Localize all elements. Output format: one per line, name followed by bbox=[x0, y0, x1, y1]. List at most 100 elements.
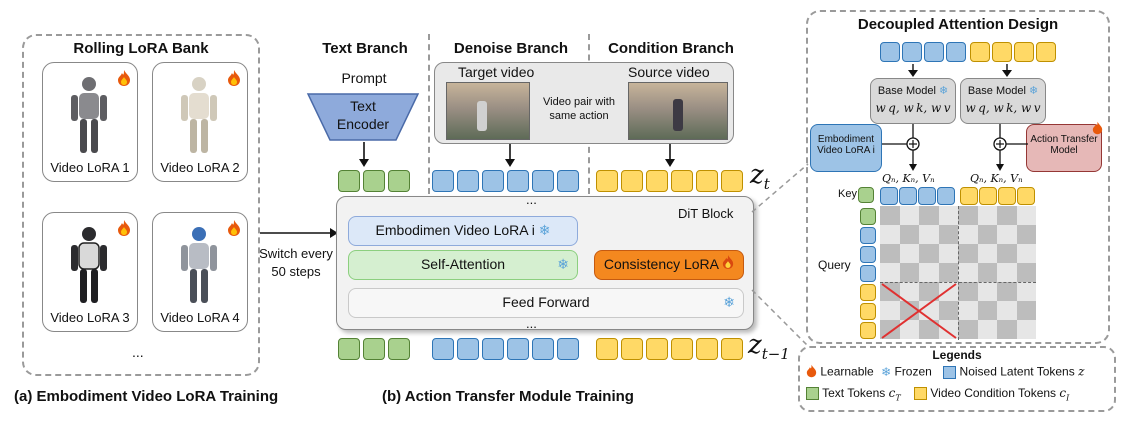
action-transfer-model-box: Action Transfer Model bbox=[1026, 121, 1103, 172]
attention-cell bbox=[1016, 320, 1036, 339]
attention-cell bbox=[880, 301, 900, 320]
attention-cell bbox=[938, 320, 958, 339]
video-lora-card-1: Video LoRA 1 bbox=[42, 62, 138, 182]
video-lora-label: Video LoRA 1 bbox=[50, 160, 130, 175]
qkv-right: Qₙ, Kₙ, Vₙ bbox=[970, 172, 1023, 185]
attention-cell bbox=[1016, 263, 1036, 282]
z-t-symbol: z bbox=[750, 160, 764, 190]
condition-branch-title: Condition Branch bbox=[608, 40, 734, 57]
robot-icon bbox=[71, 77, 107, 153]
attention-cell bbox=[977, 206, 997, 225]
attention-cell bbox=[997, 282, 1017, 301]
learnable-flame-icon bbox=[117, 69, 131, 92]
attention-cell bbox=[977, 282, 997, 301]
feed-forward-module: Feed Forward ❄ bbox=[348, 288, 744, 318]
dit-dots-bottom: ... bbox=[526, 316, 537, 331]
video-condition-token bbox=[621, 338, 643, 360]
noised-latent-token bbox=[457, 170, 479, 192]
noised-latent-token bbox=[924, 42, 944, 62]
rolling-lora-bank-panel bbox=[22, 34, 260, 376]
legend-video-symbol: c bbox=[1059, 386, 1067, 400]
text-branch-title: Text Branch bbox=[322, 40, 408, 57]
video-lora-card-2: Video LoRA 2 bbox=[152, 62, 248, 182]
frozen-snowflake-icon: ❄ bbox=[557, 256, 569, 272]
legend-noised: Noised Latent Tokens bbox=[959, 364, 1075, 379]
arrow-text-down bbox=[359, 142, 369, 167]
legend-title: Legends bbox=[932, 348, 982, 362]
video-condition-token bbox=[721, 338, 743, 360]
robot-icon bbox=[71, 227, 107, 303]
key-condition-token bbox=[1017, 187, 1035, 205]
attention-cell bbox=[938, 206, 958, 225]
embodiment-module-label: Embodimen Video LoRA i bbox=[375, 222, 535, 238]
video-condition-token bbox=[671, 338, 693, 360]
attention-cell bbox=[1016, 225, 1036, 244]
video-condition-token bbox=[646, 170, 668, 192]
robot-icon bbox=[181, 227, 217, 303]
embodiment-video-lora-module: Embodimen Video LoRA i ❄ bbox=[348, 216, 578, 246]
z-t-subscript: t bbox=[763, 175, 770, 194]
learnable-flame-icon bbox=[227, 69, 241, 92]
attention-cell bbox=[938, 263, 958, 282]
text-encoder-label-2: Encoder bbox=[336, 116, 390, 132]
query-token bbox=[860, 208, 876, 225]
attention-cell bbox=[958, 244, 978, 263]
legend-video-subscript: I bbox=[1066, 393, 1070, 403]
attention-cell bbox=[938, 225, 958, 244]
z-t1-subscript: t−1 bbox=[761, 345, 790, 364]
text-token bbox=[363, 170, 385, 192]
legend-swatch-yellow bbox=[914, 387, 928, 401]
query-token bbox=[860, 303, 876, 320]
text-token bbox=[363, 338, 385, 360]
legend-swatch-green bbox=[806, 387, 819, 401]
text-encoder-label-1: Text bbox=[350, 98, 376, 114]
video-lora-label: Video LoRA 4 bbox=[160, 310, 240, 325]
attention-cell bbox=[938, 244, 958, 263]
plus-combine-left bbox=[882, 124, 920, 171]
attention-cell bbox=[919, 282, 939, 301]
feed-forward-label: Feed Forward bbox=[502, 294, 590, 310]
attention-cell bbox=[997, 263, 1017, 282]
zoom-connector-lines bbox=[751, 163, 809, 347]
consistency-lora-module: Consistency LoRA bbox=[594, 250, 744, 280]
qkv-left: Qₙ, Kₙ, Vₙ bbox=[882, 172, 935, 185]
query-token bbox=[860, 322, 876, 339]
attention-cell bbox=[880, 206, 900, 225]
video-lora-label: Video LoRA 3 bbox=[50, 310, 130, 325]
noised-latent-token bbox=[557, 170, 579, 192]
noised-latent-token bbox=[902, 42, 922, 62]
attention-cell bbox=[880, 225, 900, 244]
attention-grid-divider-v bbox=[958, 206, 959, 340]
noised-latent-token bbox=[457, 338, 479, 360]
attention-cell bbox=[997, 206, 1017, 225]
key-noised-token bbox=[880, 187, 898, 205]
base-model-right: Base Model ❄ w q, w k, w v bbox=[960, 78, 1046, 124]
legend-learnable: Learnable bbox=[820, 364, 874, 379]
decoupled-attention-panel bbox=[806, 10, 1110, 344]
plus-combine-right bbox=[993, 124, 1028, 171]
attention-cell bbox=[919, 206, 939, 225]
noised-latent-token bbox=[432, 338, 454, 360]
attention-cell bbox=[958, 282, 978, 301]
attention-cell bbox=[977, 263, 997, 282]
query-token bbox=[860, 265, 876, 282]
frozen-snowflake-icon: ❄ bbox=[1028, 85, 1039, 97]
attention-cell bbox=[958, 320, 978, 339]
legend-row-1: Learnable ❄ Frozen Noised Latent Tokens … bbox=[806, 364, 1084, 381]
base-model-label: Base Model bbox=[877, 85, 936, 97]
attention-cell bbox=[958, 206, 978, 225]
attention-cell bbox=[977, 320, 997, 339]
prompt-label: Prompt bbox=[341, 70, 387, 86]
switch-label-2: 50 steps bbox=[271, 264, 321, 279]
video-condition-token bbox=[621, 170, 643, 192]
attention-cell bbox=[997, 225, 1017, 244]
attention-cell bbox=[899, 206, 919, 225]
video-pair-note-2: same action bbox=[549, 110, 609, 122]
legend-video-tokens: Video Condition Tokens bbox=[930, 386, 1057, 400]
text-token bbox=[388, 338, 410, 360]
key-condition-token bbox=[960, 187, 978, 205]
attention-cell bbox=[919, 320, 939, 339]
noised-latent-token bbox=[482, 170, 504, 192]
key-noised-token bbox=[937, 187, 955, 205]
action-model-line1: Action Transfer bbox=[1030, 134, 1098, 145]
